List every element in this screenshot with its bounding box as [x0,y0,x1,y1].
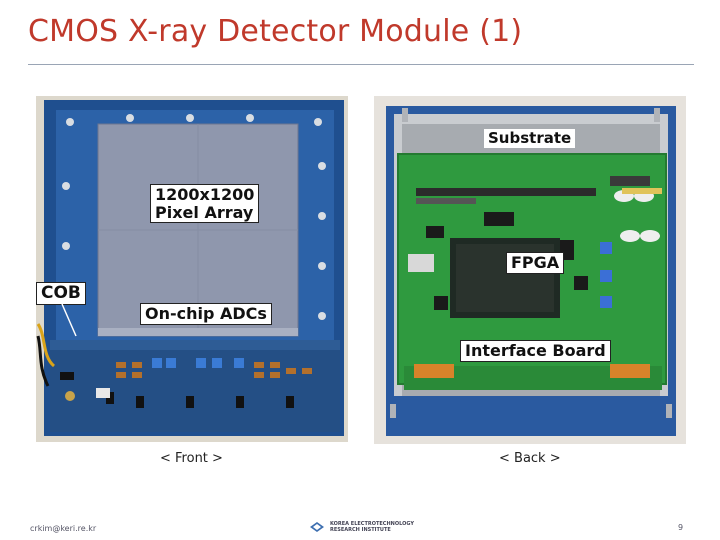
back-caption: < Back > [499,451,561,466]
front-caption: < Front > [160,451,223,466]
substrate-label: Substrate [484,129,576,148]
page-number: 9 [678,523,684,532]
keri-logo-icon [310,522,324,532]
fpga-label: FPGA [506,252,565,274]
interface-board-label: Interface Board [460,340,611,362]
front-board-illustration [36,100,344,436]
back-photo: Substrate FPGA Interface Board [374,96,686,444]
front-photo: 1200x1200 Pixel Array COB On-chip ADCs [36,96,348,442]
cob-pointer-arrow [61,303,77,337]
logo-text-line2: RESEARCH INSTITUTE [330,527,391,533]
pixel-array-label-line2: Pixel Array [155,202,254,222]
title-divider [28,64,694,65]
logo-text: KOREA ELECTROTECHNOLOGY RESEARCH INSTITU… [330,521,414,533]
pixel-array-label-line1: 1200x1200 [155,185,255,204]
slide-title: CMOS X-ray Detector Module (1) [28,14,523,49]
adc-label: On-chip ADCs [140,303,272,325]
cob-label: COB [36,282,86,305]
pixel-array-label: 1200x1200 Pixel Array [150,184,260,224]
footer-email: crkim@keri.re.kr [30,524,97,533]
logo-text-line1: KOREA ELECTROTECHNOLOGY [330,521,414,527]
back-board-illustration [386,106,676,436]
institute-logo: KOREA ELECTROTECHNOLOGY RESEARCH INSTITU… [308,520,414,534]
